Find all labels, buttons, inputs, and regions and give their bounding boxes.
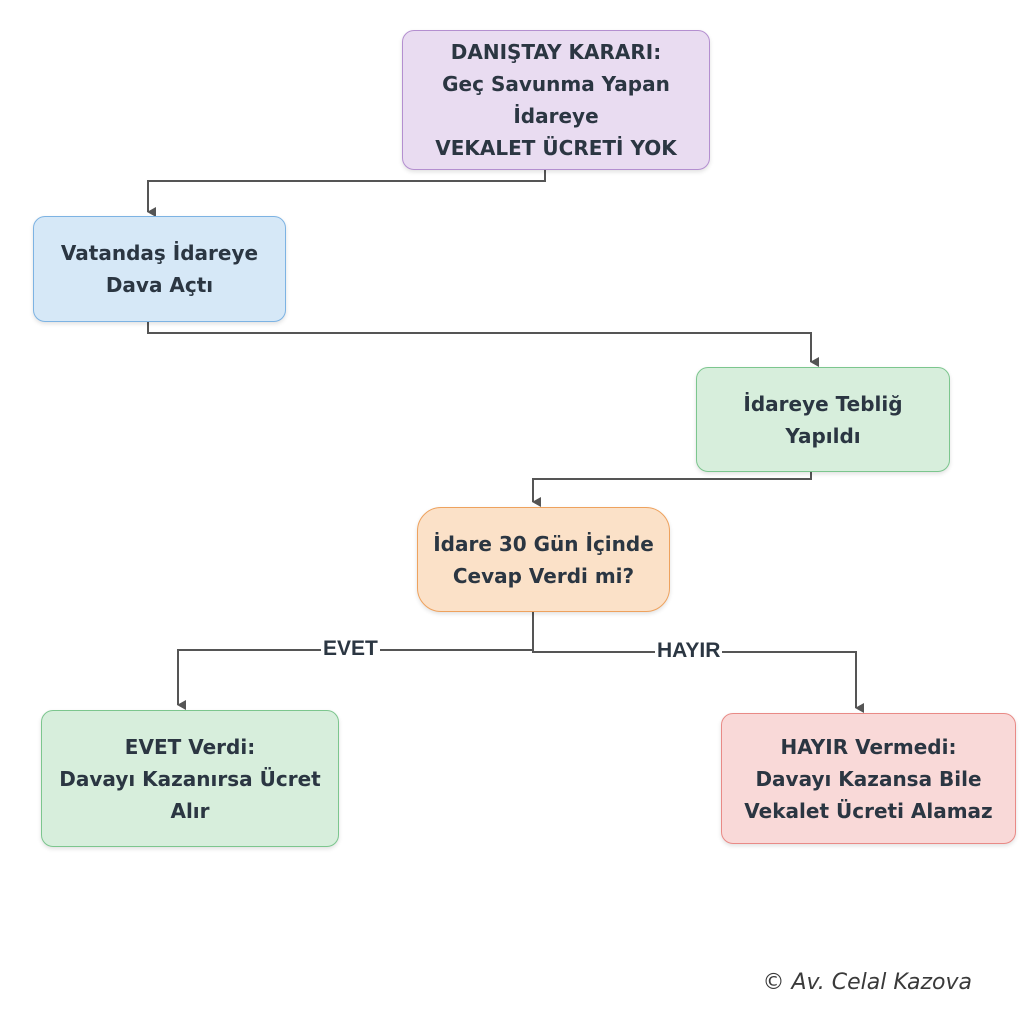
- node-notification-text: İdareye Tebliğ Yapıldı: [743, 391, 903, 448]
- edge-lawsuit-to-notification: [147, 322, 819, 367]
- node-danistay-decision: DANIŞTAY KARARI: Geç Savunma Yapan İdare…: [402, 30, 710, 170]
- edge-notification-to-question: [532, 472, 812, 507]
- node-lawsuit-filed: Vatandaş İdareye Dava Açtı: [33, 216, 286, 322]
- edge-label-no: HAYIR: [655, 639, 723, 663]
- node-no-result: HAYIR Vermedi: Davayı Kazansa Bile Vekal…: [721, 713, 1016, 844]
- node-yes-result: EVET Verdi: Davayı Kazanırsa Ücret Alır: [41, 710, 339, 847]
- node-response-question-text: İdare 30 Gün İçinde Cevap Verdi mi?: [433, 531, 654, 588]
- node-notification: İdareye Tebliğ Yapıldı: [696, 367, 950, 472]
- edge-label-yes: EVET: [321, 637, 380, 661]
- node-yes-result-text: EVET Verdi: Davayı Kazanırsa Ücret Alır: [59, 734, 321, 823]
- node-danistay-decision-text: DANIŞTAY KARARI: Geç Savunma Yapan İdare…: [435, 40, 677, 160]
- node-lawsuit-filed-text: Vatandaş İdareye Dava Açtı: [60, 241, 259, 297]
- copyright-text: © Av. Celal Kazova: [762, 970, 972, 995]
- edge-decision-to-lawsuit: [147, 170, 546, 217]
- node-no-result-text: HAYIR Vermedi: Davayı Kazansa Bile Vekal…: [744, 734, 993, 823]
- node-response-question: İdare 30 Gün İçinde Cevap Verdi mi?: [417, 507, 670, 612]
